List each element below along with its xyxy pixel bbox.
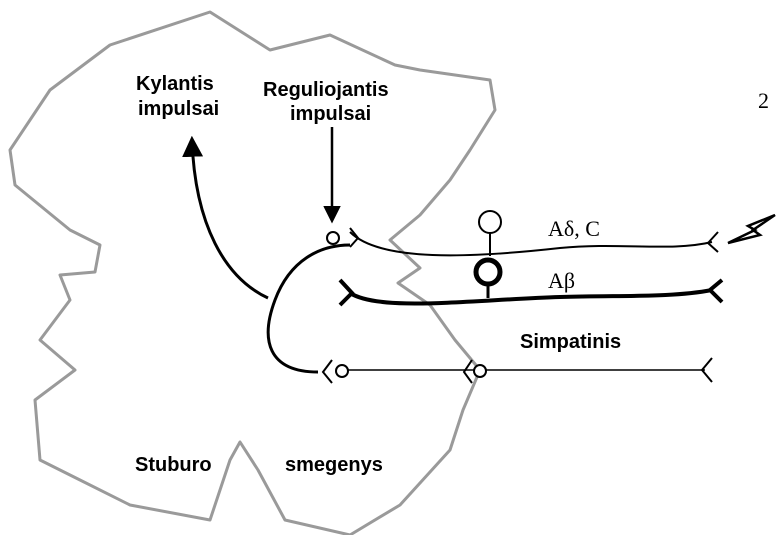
sympathetic-label: Simpatinis [520,331,621,353]
fiber-a-beta-terminal-right [710,280,722,302]
regulating-synapse [327,232,339,244]
spinal-cord-label-word1: Stuburo [135,454,212,476]
sympathetic-synapse-mid [474,365,486,377]
spinal-cord-label-word2: smegenys [285,454,383,476]
sympathetic-terminal-mid [464,360,472,383]
fiber-a-beta [350,290,712,303]
ascending-label-line1: Kylantis [136,73,214,95]
ascending-label-line2: impulsai [138,98,219,120]
sympathetic-synapse-left [336,365,348,377]
stimulus-lightning-icon [728,215,775,243]
fiber-a-delta-c-label: Aδ, C [548,216,600,241]
ascending-pathway [192,140,268,298]
spinal-cord-outline [10,12,495,535]
corner-number: 2 [758,88,769,113]
regulating-label-line2: impulsai [290,103,371,125]
fiber-a-delta-c-terminal-right [708,232,718,252]
sympathetic-terminal-left [323,360,332,383]
regulating-label-line1: Reguliojantis [263,79,389,101]
ganglion-cell-thin [479,211,501,233]
fiber-a-beta-terminal-left [340,280,352,305]
fiber-a-beta-label: Aβ [548,268,575,293]
ganglion-cell-thick [476,260,500,284]
fiber-a-delta-c-terminal-left [350,228,358,247]
interneuron [268,245,350,372]
fiber-a-delta-c [350,232,712,255]
